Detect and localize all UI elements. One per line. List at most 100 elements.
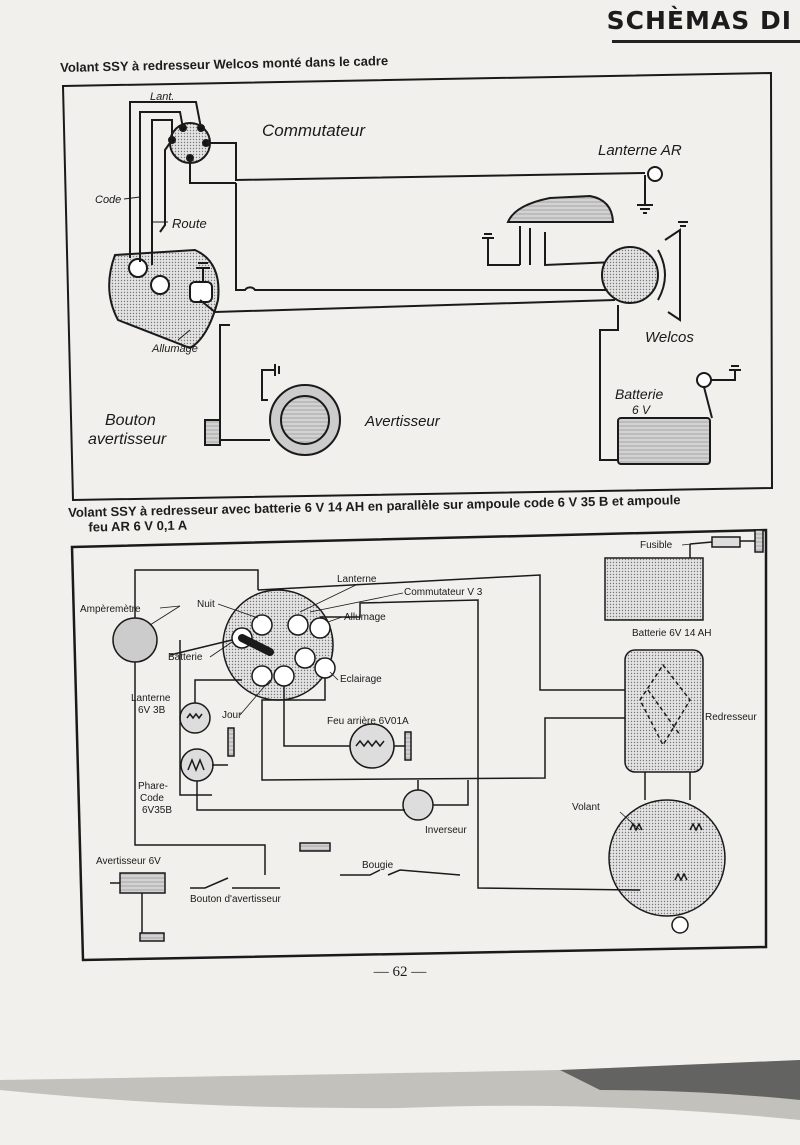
label-batterie-14ah: Batterie 6V 14 AH: [632, 628, 712, 639]
label-6v35b: 6V35B: [142, 805, 172, 816]
label-bouton-avertisseur: Bouton d'avertisseur: [190, 894, 282, 905]
label-bouton: Bouton: [105, 412, 156, 429]
lanterne-filament: [186, 712, 203, 720]
label-allumage: Allumage: [151, 343, 198, 355]
wire-redresseur-volant: [644, 772, 691, 800]
wire-button-allumage: [219, 324, 230, 430]
welcos-regulator-contacts: [519, 226, 616, 267]
diagram1: [61, 71, 774, 502]
welcos-bracket: [657, 228, 681, 322]
lanterne-ar-ground: [637, 175, 653, 214]
label-redresseur: Redresseur: [705, 712, 757, 723]
wire-allumage: [199, 299, 616, 314]
wire-commutateur-lanterne-ar: [206, 142, 646, 182]
wire-commutateur-welcos: [235, 183, 615, 291]
label-bougie: Bougie: [362, 860, 394, 871]
label-nuit: Nuit: [197, 599, 215, 610]
batterie-14ah: [604, 557, 704, 621]
redresseur-bridge: [639, 663, 691, 747]
wire-commutateur-redresseur: [257, 574, 625, 691]
wire-inverseur-volant: [417, 780, 469, 806]
welcos-regulator-ground: [482, 233, 520, 266]
diagram2-frame: [70, 528, 768, 962]
avertisseur-6v: [119, 872, 166, 894]
avertisseur-horn-grille: [280, 395, 330, 445]
fusible: [711, 536, 741, 548]
terminal-low: [251, 665, 273, 687]
label-commutateur: Commutateur: [262, 121, 366, 140]
diagram1-frame: [61, 71, 774, 502]
label-batterie-6v: 6 V: [632, 403, 651, 417]
label-commutateur-v3: Commutateur V 3: [404, 587, 483, 598]
label-avertisseur-6v: Avertisseur 6V: [96, 856, 161, 867]
terminal-eclairage: [314, 657, 336, 679]
batterie-fuse: [696, 372, 712, 388]
wire-amperemetre: [134, 569, 266, 875]
wire-jour-feu: [283, 686, 405, 747]
bouton-avertisseur: [204, 419, 221, 446]
lamp-ground: [227, 727, 235, 757]
commutateur-rotor: [238, 634, 274, 656]
terminal-center: [294, 647, 316, 669]
label-phare: Phare-: [138, 781, 168, 792]
wire-allumage-volant: [320, 599, 641, 891]
diagram1-labels: Lant. Commutateur Lanterne AR Code Route…: [88, 91, 694, 448]
diagram2-labels: Fusible Lanterne Commutateur V 3 Ampèrem…: [80, 540, 757, 905]
bougie-ground: [299, 842, 331, 852]
volant-coils: [629, 822, 703, 882]
bouton-avertisseur-switch: [190, 877, 280, 889]
label-lanterne-6v3b: 6V 3B: [138, 705, 166, 716]
label-jour: Jour: [222, 710, 242, 721]
label-volant: Volant: [572, 802, 600, 813]
batterie-6v: [617, 417, 711, 465]
label-lanterne-left: Lanterne: [131, 693, 171, 704]
label-welcos: Welcos: [645, 329, 694, 346]
wire-lamp-ground: [196, 262, 210, 282]
label-lant: Lant.: [150, 91, 174, 103]
welcos-ground: [678, 221, 688, 227]
wire-commutateur-lower: [189, 158, 236, 184]
feu-ground: [404, 731, 412, 761]
wire-route: [151, 119, 173, 265]
lanterne-6v3b-bulb: [179, 702, 211, 734]
wire-eclairage: [261, 678, 625, 781]
label-feu-arriere: Feu arrière 6V01A: [327, 716, 409, 727]
headlamp-ignition-switch: [189, 281, 213, 303]
wire-code: [139, 111, 184, 262]
label-lanterne: Lanterne: [337, 574, 377, 585]
label-inverseur: Inverseur: [425, 825, 467, 836]
bougie-gap: [340, 869, 461, 876]
terminal-jour: [273, 665, 295, 687]
terminal-allumage: [309, 617, 331, 639]
wire-horn-ground: [261, 364, 280, 401]
label-bouton-avertisseur: avertisseur: [88, 431, 167, 448]
header-rule: [612, 40, 800, 43]
lanterne-ar-lamp: [647, 166, 663, 182]
wire-welcos-batterie: [599, 305, 619, 461]
label-fusible: Fusible: [640, 540, 673, 551]
feu-filament: [355, 739, 385, 748]
fusible-ground: [754, 529, 764, 553]
welcos-generator: [601, 246, 659, 304]
diagram2: [70, 528, 768, 962]
label-batterie: Batterie: [615, 386, 663, 402]
label-allumage-2: Allumage: [344, 612, 386, 623]
wire-batterie-fuse: [703, 365, 741, 419]
volant-hub: [671, 916, 689, 934]
page-header-title: SCHÈMAS DI: [606, 6, 792, 35]
label-batterie-2: Batterie: [168, 652, 203, 663]
label-code: Code: [95, 194, 121, 206]
diagram1-leaders: [123, 196, 191, 341]
inverseur: [402, 789, 434, 821]
terminal-lanterne: [287, 614, 309, 636]
headlamp-bulb-socket: [128, 258, 148, 278]
scan-smudge: [0, 1060, 800, 1120]
label-code: Code: [140, 793, 164, 804]
label-lanterne-ar: Lanterne AR: [598, 142, 682, 159]
redresseur: [624, 649, 704, 773]
wire-avertisseur: [110, 882, 143, 933]
wire-batterie: [169, 639, 233, 796]
page-number: — 62 —: [373, 964, 427, 980]
label-amperemetre: Ampèremètre: [80, 604, 141, 615]
